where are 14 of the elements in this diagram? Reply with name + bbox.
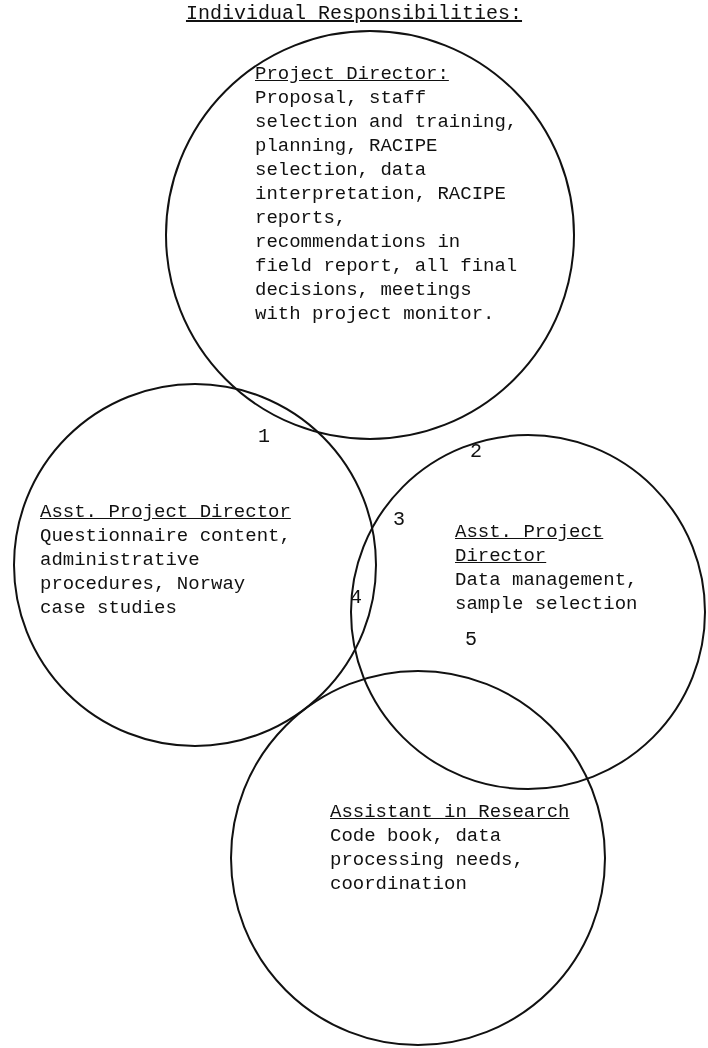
responsibility-text: Proposal, staff selection and training, planning, RACIPE selection, data interpretation, RACIPE reports, recommendations in field report, all final decisions, meetings with project monitor. [255,86,519,326]
role-heading: Asst. Project Director [40,500,292,524]
region-number: 5 [465,628,477,651]
responsibility-text: Questionnaire content, administrative procedures, Norway case studies [40,524,292,620]
role-heading: Project Director: [255,62,450,86]
title-heading: Individual Responsibilities: [184,2,524,25]
region-number: 1 [258,425,270,448]
region-number: 3 [393,508,405,531]
responsibility-text: Data management, sample selection [455,568,639,616]
role-heading: Assistant in Research [330,800,571,824]
region-number: 4 [350,586,362,609]
responsibility-text: Code book, data processing needs, coordination [330,824,525,896]
role-heading: Asst. Project Director [455,520,605,568]
region-number: 2 [470,440,482,463]
